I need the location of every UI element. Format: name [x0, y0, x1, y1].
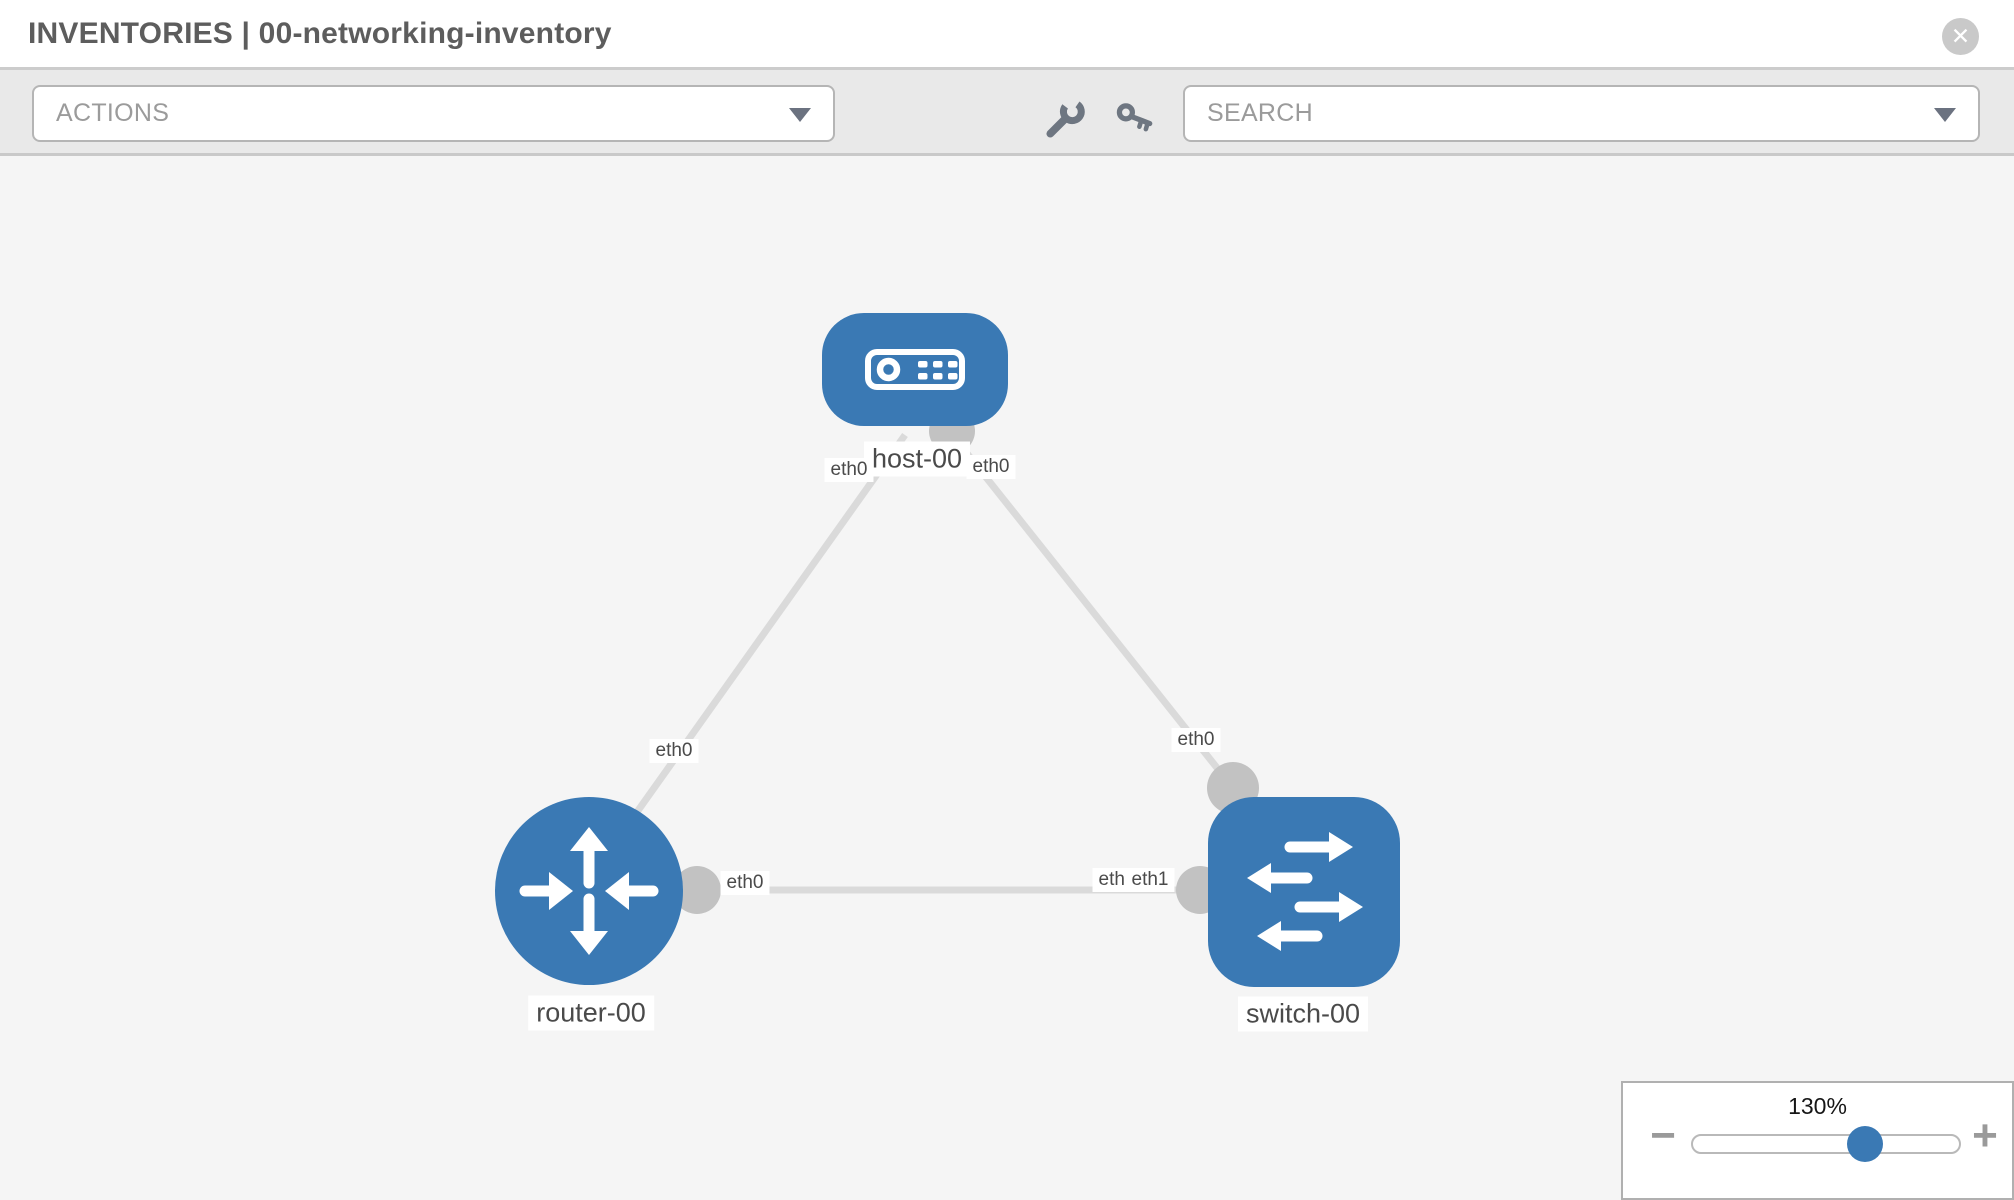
- interface-label-host-eth0-left: eth0: [824, 458, 874, 482]
- interface-label-router-eth0: eth0: [720, 871, 770, 895]
- chevron-down-icon: [1934, 108, 1956, 122]
- zoom-level-value: 130%: [1788, 1093, 1847, 1119]
- wrench-icon[interactable]: [1044, 98, 1086, 140]
- header: INVENTORIES | 00-networking-inventory ✕: [0, 0, 2014, 70]
- topology-canvas[interactable]: host-00 router-00 switch-00 eth0 eth0 et…: [0, 156, 2014, 1200]
- search-dropdown-label: SEARCH: [1207, 99, 1313, 127]
- actions-dropdown[interactable]: ACTIONS: [32, 85, 835, 142]
- interface-label-switch-eth1: eth1: [1125, 868, 1175, 892]
- node-label-switch: switch-00: [1237, 996, 1369, 1032]
- node-label-host: host-00: [863, 441, 971, 477]
- chevron-down-icon: [789, 108, 811, 122]
- interface-label-switch-eth0: eth0: [1171, 728, 1221, 752]
- node-router-00[interactable]: [495, 797, 683, 985]
- zoom-slider-track[interactable]: [1691, 1134, 1961, 1154]
- server-icon: [865, 349, 965, 390]
- node-switch-00[interactable]: [1208, 797, 1400, 987]
- zoom-out-button[interactable]: −: [1650, 1111, 1676, 1160]
- switch-arrows-icon: [1247, 832, 1363, 951]
- node-host-00[interactable]: [822, 313, 1008, 426]
- router-arrows-icon: [519, 827, 659, 955]
- link-host-router[interactable]: [607, 432, 908, 853]
- key-icon[interactable]: [1114, 98, 1156, 140]
- interface-label-host-eth0-right: eth0: [966, 455, 1016, 479]
- interface-label-router-link-eth0: eth0: [649, 739, 699, 763]
- page-title: INVENTORIES | 00-networking-inventory: [28, 17, 612, 50]
- toolbar: ACTIONS SEARCH: [0, 70, 2014, 156]
- zoom-slider-thumb[interactable]: [1847, 1126, 1883, 1162]
- actions-dropdown-label: ACTIONS: [56, 99, 170, 127]
- zoom-in-button[interactable]: +: [1972, 1111, 1998, 1160]
- close-icon[interactable]: ✕: [1942, 18, 1979, 55]
- search-dropdown[interactable]: SEARCH: [1183, 85, 1980, 142]
- zoom-control-panel: 130% − +: [1621, 1081, 2014, 1200]
- node-label-router: router-00: [528, 995, 654, 1031]
- port-router-eth0: [673, 866, 721, 914]
